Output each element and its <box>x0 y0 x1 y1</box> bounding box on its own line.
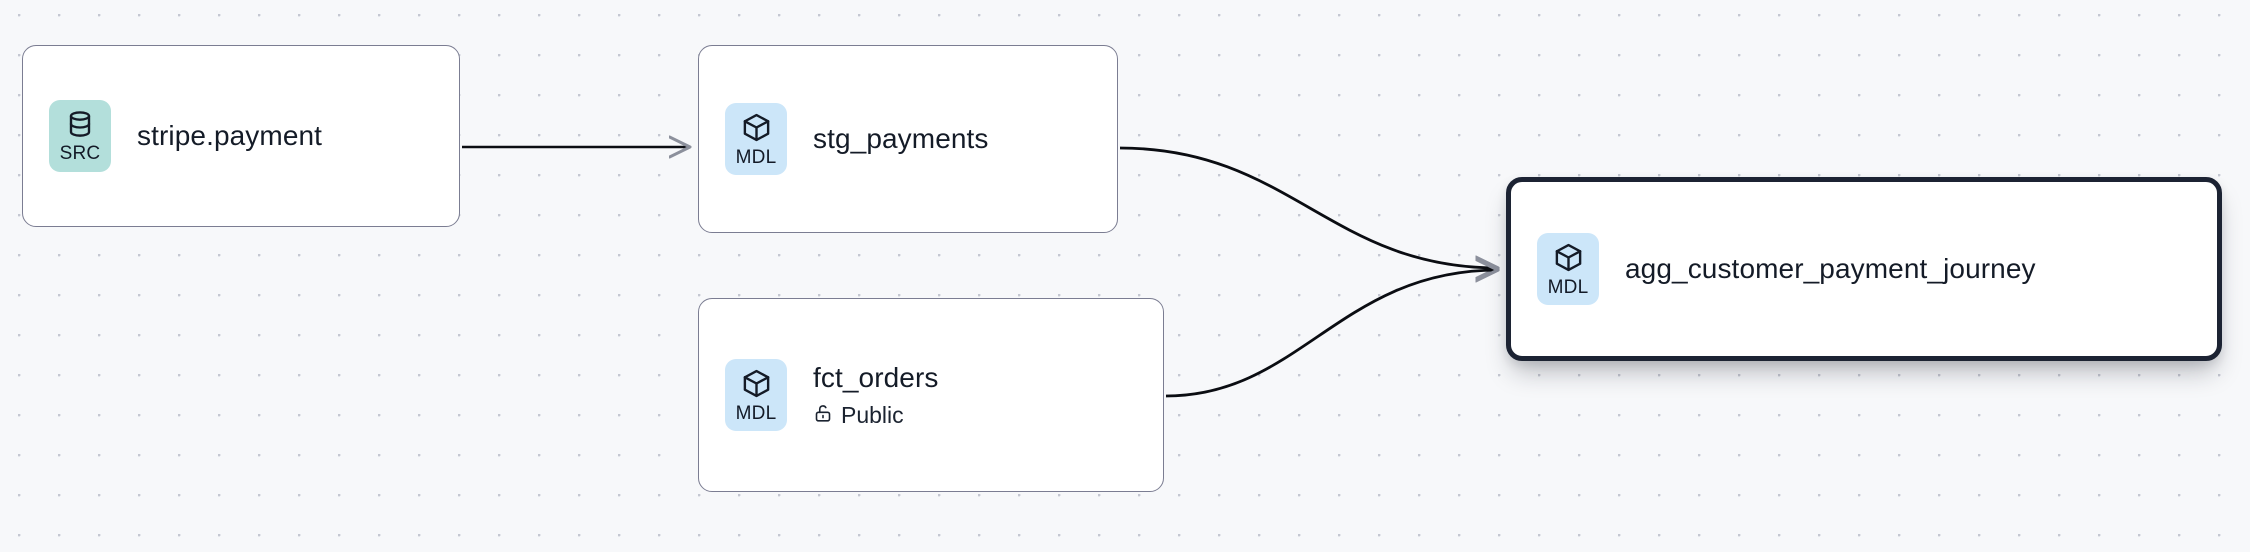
visibility-label: Public <box>841 401 904 428</box>
model-type-badge: MDL <box>725 359 787 431</box>
lineage-node-stg-payments[interactable]: MDL stg_payments <box>698 45 1118 233</box>
database-icon <box>65 109 95 139</box>
cube-icon <box>1553 242 1584 273</box>
badge-label: MDL <box>735 146 777 168</box>
node-title: fct_orders <box>813 362 939 394</box>
node-title: agg_customer_payment_journey <box>1625 252 2036 284</box>
cube-icon <box>741 368 772 399</box>
lineage-node-agg-customer-payment-journey[interactable]: MDL agg_customer_payment_journey <box>1506 177 2222 361</box>
node-body: stg_payments <box>813 123 989 155</box>
lineage-node-stripe-payment[interactable]: SRC stripe.payment <box>22 45 460 227</box>
cube-icon <box>741 112 772 143</box>
model-type-badge: MDL <box>1537 233 1599 305</box>
node-title: stg_payments <box>813 122 989 154</box>
source-type-badge: SRC <box>49 100 111 172</box>
node-body: fct_orders Public <box>813 362 939 427</box>
model-type-badge: MDL <box>725 103 787 175</box>
badge-label: SRC <box>59 143 101 164</box>
edge-stg-payments-to-agg-customer[interactable] <box>1119 146 1498 268</box>
node-body: agg_customer_payment_journey <box>1625 253 2036 285</box>
node-title: stripe.payment <box>137 119 323 151</box>
visibility-badge: Public <box>813 403 939 428</box>
lineage-node-fct-orders[interactable]: MDL fct_orders Public <box>698 298 1164 492</box>
badge-label: MDL <box>735 402 777 424</box>
edge-fct-orders-to-agg-customer[interactable] <box>1165 270 1498 398</box>
node-body: stripe.payment <box>137 120 322 152</box>
badge-label: MDL <box>1547 276 1589 298</box>
unlock-icon <box>813 403 833 428</box>
